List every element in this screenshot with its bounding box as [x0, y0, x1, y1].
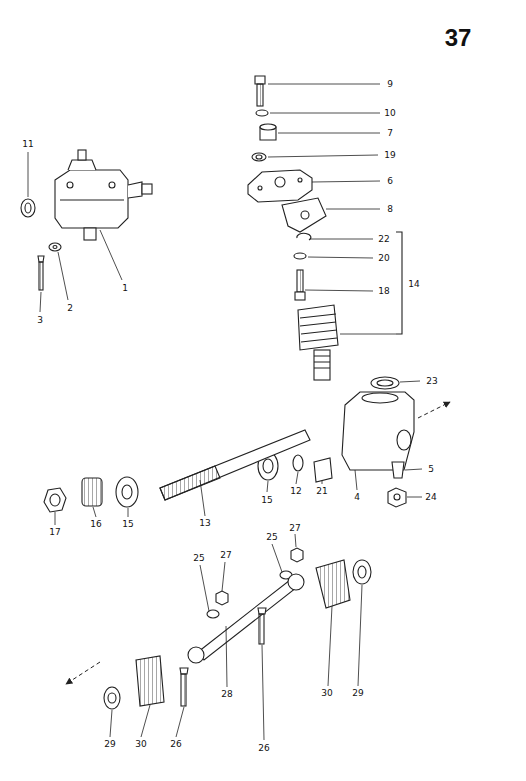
- callout-number: 23: [425, 377, 438, 386]
- callout-number: 27: [219, 551, 232, 560]
- callout-number: 1: [121, 284, 129, 293]
- callout-number: 20: [377, 254, 390, 263]
- callout-number: 25: [265, 533, 278, 542]
- callout-number: 26: [257, 744, 270, 753]
- callout-number: 5: [427, 465, 435, 474]
- callout-number: 15: [121, 520, 134, 529]
- callout-number: 6: [386, 177, 394, 186]
- callout-number: 24: [424, 493, 437, 502]
- callout-number: 11: [21, 140, 34, 149]
- callout-number: 4: [353, 493, 361, 502]
- housing: [342, 392, 414, 470]
- callout-number: 22: [377, 235, 390, 244]
- washer: [49, 243, 61, 251]
- callout-number: 19: [383, 151, 396, 160]
- callout-number: 7: [386, 129, 394, 138]
- seal: [252, 153, 266, 161]
- callout-number: 29: [103, 740, 116, 749]
- callout-number: 27: [288, 524, 301, 533]
- ring: [104, 687, 120, 709]
- page-number: 37: [444, 26, 473, 50]
- spring-washer: [256, 110, 268, 116]
- adjusting-screw: [297, 270, 303, 292]
- callout-number: 30: [320, 689, 333, 698]
- circlip: [297, 233, 311, 240]
- callout-number: 3: [36, 316, 44, 325]
- callout-number: 21: [315, 487, 328, 496]
- tie-rod: [198, 580, 296, 660]
- callout-number: 9: [386, 80, 394, 89]
- callout-number: 26: [169, 740, 182, 749]
- callout-number: 13: [198, 519, 211, 528]
- washer: [293, 455, 303, 471]
- seal: [371, 377, 399, 389]
- callout-number: 17: [48, 528, 61, 537]
- leader-lines: [28, 84, 422, 740]
- boot: [316, 560, 350, 608]
- callout-number: 14: [407, 280, 420, 289]
- washer: [294, 253, 306, 259]
- callout-number: 29: [351, 689, 364, 698]
- bolt: [180, 668, 188, 674]
- callout-number: 16: [89, 520, 102, 529]
- callout-number: 15: [260, 496, 273, 505]
- direction-arrows: [66, 402, 450, 684]
- bolt: [258, 608, 266, 614]
- nut: [388, 488, 406, 507]
- bolt: [38, 256, 44, 262]
- locknut: [44, 488, 66, 512]
- nut: [291, 548, 303, 562]
- gasket: [282, 198, 326, 232]
- cover-plate: [248, 170, 312, 202]
- boot: [136, 656, 164, 706]
- callout-number: 30: [134, 740, 147, 749]
- bearing-ring: [21, 199, 35, 217]
- plug: [392, 462, 404, 478]
- callout-number: 2: [66, 304, 74, 313]
- steering-box-assembly: [55, 150, 152, 240]
- worm-shaft: [160, 430, 310, 500]
- sector-shaft: [298, 305, 338, 350]
- callout-number: 25: [192, 554, 205, 563]
- callout-number: 28: [220, 690, 233, 699]
- nut: [216, 591, 228, 605]
- bracket: [396, 232, 402, 334]
- bearing: [116, 477, 138, 507]
- adjuster: [82, 478, 102, 506]
- callout-number: 8: [386, 205, 394, 214]
- ring: [353, 560, 371, 584]
- callout-number: 12: [289, 487, 302, 496]
- callout-number: 10: [383, 109, 396, 118]
- bolt: [255, 76, 265, 84]
- bushing: [314, 458, 332, 482]
- washer: [207, 610, 219, 618]
- callout-number: 18: [377, 287, 390, 296]
